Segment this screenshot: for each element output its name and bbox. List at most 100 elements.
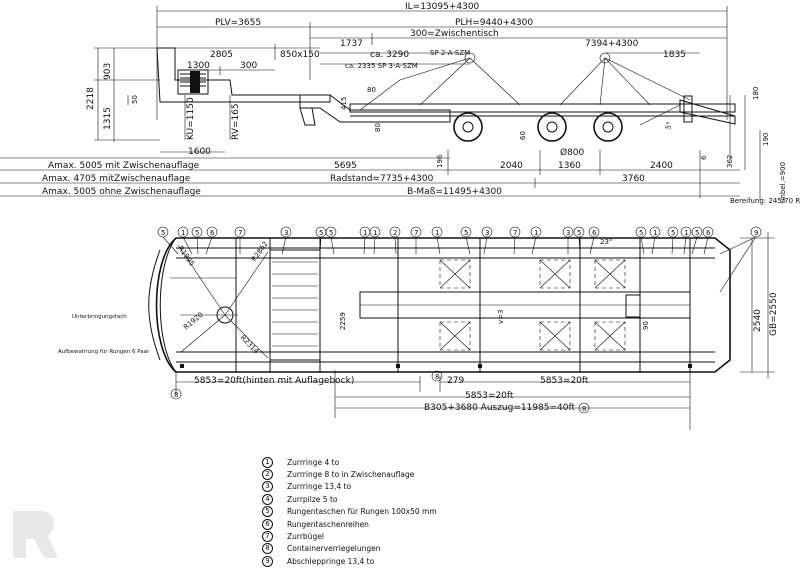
legend-number: 5 <box>262 506 273 518</box>
callout-leader <box>578 236 581 255</box>
callout-number: 5 <box>464 229 468 237</box>
trailer-side-body <box>156 47 736 142</box>
callout-leader <box>182 236 193 255</box>
callout-number: 5 <box>639 229 643 237</box>
callout-circle <box>191 226 203 238</box>
rv-dim: RV=165 <box>231 103 241 140</box>
callout-circle <box>635 226 647 238</box>
callout-leader <box>373 236 376 255</box>
callout-circle <box>509 226 521 238</box>
dim-1360: 1360 <box>558 161 581 171</box>
callout-leader <box>683 236 687 255</box>
callout-circle <box>588 226 600 238</box>
callout-circle <box>750 226 762 238</box>
callout-leader <box>719 236 757 255</box>
angle-5: 5° <box>664 121 674 131</box>
callout-circle <box>389 226 401 238</box>
zwischentisch-dim: 300=Zwischentisch <box>410 29 499 39</box>
ca-2335: ca. 2335 SP 3-A-SZM <box>345 62 418 70</box>
callout-circle <box>157 226 169 238</box>
callout-number: 1 <box>181 229 185 237</box>
dim-80b: 80 <box>374 123 382 132</box>
callout-number: 1 <box>363 229 367 237</box>
callout-number: 5 <box>671 229 675 237</box>
legend-number: 7 <box>262 531 273 543</box>
legend-text: Zurrpilze 5 to <box>287 494 338 504</box>
dim-415: 415 <box>340 97 348 110</box>
callout-circle <box>667 226 679 238</box>
legend-number: 3 <box>262 481 273 493</box>
callout-number: 5 <box>329 229 333 237</box>
b-mass-dim: B-Maß=11495+4300 <box>407 187 502 197</box>
callout-number: 1 <box>435 229 439 237</box>
callout-leader <box>281 236 287 255</box>
callout-circle <box>481 226 493 238</box>
legend-number: 6 <box>262 518 273 530</box>
ca-3290: ca. 3290 <box>370 50 409 60</box>
dim-850: 850x150 <box>280 50 320 60</box>
callout-8-a <box>170 388 182 400</box>
dim-1315: 1315 <box>103 107 113 130</box>
legend-text: Containerverriegelungen <box>287 544 381 554</box>
dim-b305: B305+3680 Auszug=11985=40ft <box>424 403 576 413</box>
dim-60: 60 <box>519 131 527 140</box>
callout-circle <box>460 226 472 238</box>
callout-number: 9 <box>754 229 758 237</box>
dim-80: 80 <box>367 86 376 94</box>
dim-7394: 7394+4300 <box>585 39 639 49</box>
watermark-logo <box>13 511 58 558</box>
dim-903: 903 <box>103 63 113 80</box>
legend-number: 2 <box>262 469 273 481</box>
dim-5853-b: 5853=20ft <box>465 391 514 401</box>
top-view-frame <box>148 232 775 378</box>
dim-362: 362 <box>726 155 734 168</box>
callout-leader <box>671 236 674 255</box>
dim-2259: 2259 <box>339 312 347 330</box>
callout-number: 3 <box>485 229 489 237</box>
dim-90: 90 <box>642 321 650 330</box>
legend-number: 9 <box>262 555 273 567</box>
dim-1600: 1600 <box>188 147 211 157</box>
unterbringungsfach-label: Unterbringungsfach <box>72 314 127 320</box>
callout-number: 5 <box>319 229 323 237</box>
side-view-dimensions <box>0 6 761 200</box>
dim-1300: 1300 <box>187 61 210 71</box>
wheel-diameter: Ø800 <box>560 147 585 158</box>
callout-circle <box>206 226 218 238</box>
callout-number: 3 <box>566 229 570 237</box>
callout-8-a-label: 8 <box>174 391 178 399</box>
legend-text: Rungentaschenreihen <box>287 519 369 529</box>
callout-circle <box>573 226 585 238</box>
amax-ohne: Amax. 5005 ohne Zwischenauflage <box>42 187 201 197</box>
amax-mit-2: Amax. 4705 mitZwischenauflage <box>42 174 191 184</box>
dim-5695: 5695 <box>334 161 357 171</box>
callout-number: 7 <box>414 229 418 237</box>
callout-leader <box>330 236 335 255</box>
dim-50: 50 <box>131 95 139 104</box>
callout-circle <box>234 226 246 238</box>
callout-circle <box>280 226 292 238</box>
callout-number: 2 <box>393 229 397 237</box>
legend-number: 4 <box>262 493 273 505</box>
callout-circle <box>410 226 422 238</box>
legend-item: 2 Zurrringe 8 to in Zwischenauflage <box>262 468 562 481</box>
legend-text: Zurrringe 8 to in Zwischenauflage <box>287 470 415 480</box>
radstand-dim: Radstand=7735+4300 <box>330 174 434 184</box>
top-view-labels: R1995 R2862 R1920 R2314 23° Unterbringun… <box>58 238 779 430</box>
legend-number: 8 <box>262 543 273 555</box>
callout-leader <box>394 236 397 255</box>
callout-leader <box>640 236 645 255</box>
callout-number: 1 <box>653 229 657 237</box>
callout-leader <box>319 236 322 255</box>
dim-190: 190 <box>762 133 770 146</box>
legend-item: 6 Rungentaschenreihen <box>262 518 562 530</box>
callout-circle <box>369 226 381 238</box>
bereifung-label: Bereifung: 245/70 R <box>730 197 800 205</box>
gb-dim: GB=2550 <box>769 292 779 336</box>
